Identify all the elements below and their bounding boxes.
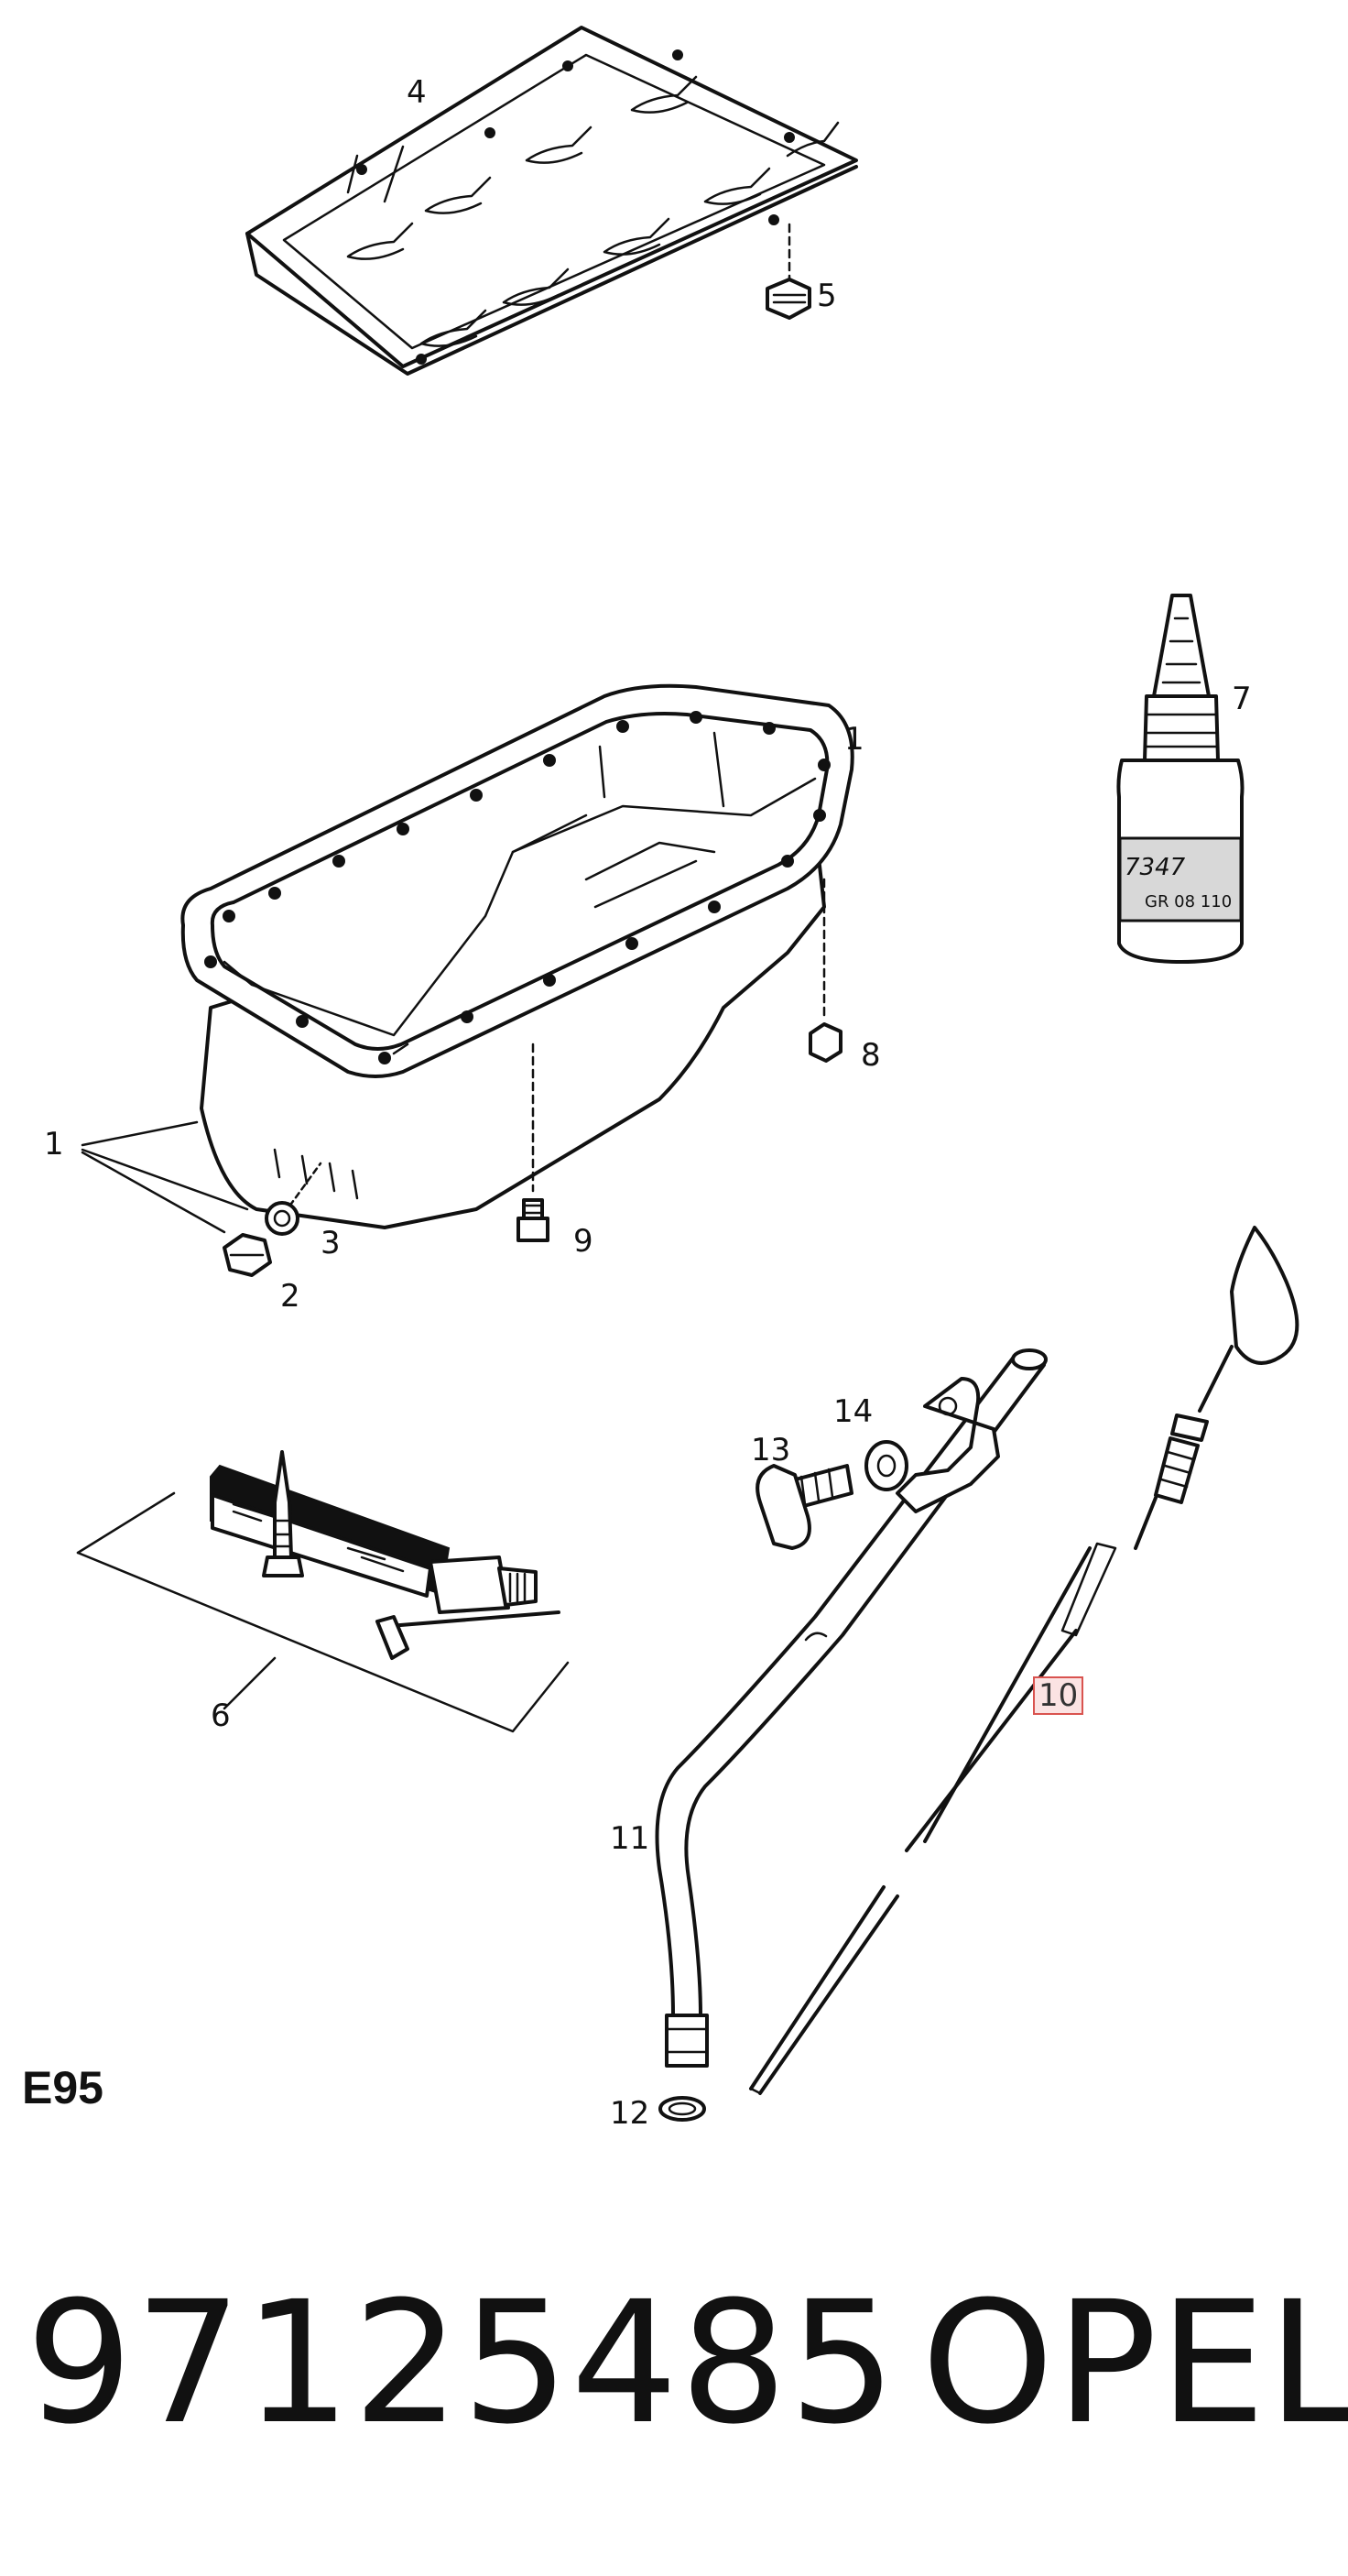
drain-plug-8-part: [809, 878, 842, 1063]
bottle-label-code: 7347: [1125, 854, 1186, 881]
callout-14: 14: [833, 1393, 874, 1430]
callout-13: 13: [751, 1432, 791, 1468]
part-number: 97125485: [26, 2265, 898, 2461]
callout-1-lower: 1: [44, 1126, 64, 1162]
sealant-kit-6-part: [76, 1450, 570, 1733]
dipstick-10-part: [749, 1226, 1299, 2095]
oil-pan-part: [180, 683, 854, 1229]
bolt-13-part: [756, 1464, 853, 1550]
o-ring-12-part: [658, 2096, 706, 2122]
section-code: E95: [22, 2062, 103, 2113]
callout-9: 9: [573, 1223, 593, 1260]
baffle-plate-part: [245, 26, 858, 376]
nut-5-part: [766, 223, 811, 320]
callout-4: 4: [407, 74, 427, 111]
callout-5: 5: [817, 278, 837, 314]
callout-2: 2: [280, 1278, 300, 1315]
callout-8: 8: [861, 1037, 881, 1074]
washer-14-part: [864, 1440, 908, 1491]
callout-11: 11: [610, 1820, 650, 1857]
bottle-label-ref: GR 08 110: [1145, 892, 1232, 911]
bolt-9-part: [516, 1042, 549, 1242]
callout-10-highlighted[interactable]: 10: [1033, 1676, 1084, 1715]
nut-2-part: [223, 1233, 272, 1277]
callout-3: 3: [321, 1225, 341, 1261]
callout-1-upper: 1: [844, 721, 864, 758]
guide-tube-11-part: [655, 1348, 1048, 2068]
sealant-bottle-7-part: 7347 GR 08 110: [1116, 594, 1245, 964]
nut-3-part: [265, 1162, 322, 1236]
brand-name: OPEL: [921, 2265, 1348, 2461]
callout-6: 6: [211, 1697, 231, 1734]
callout-12: 12: [610, 2095, 650, 2132]
leader-lines-part-1: [81, 1120, 249, 1234]
callout-7: 7: [1232, 681, 1252, 717]
